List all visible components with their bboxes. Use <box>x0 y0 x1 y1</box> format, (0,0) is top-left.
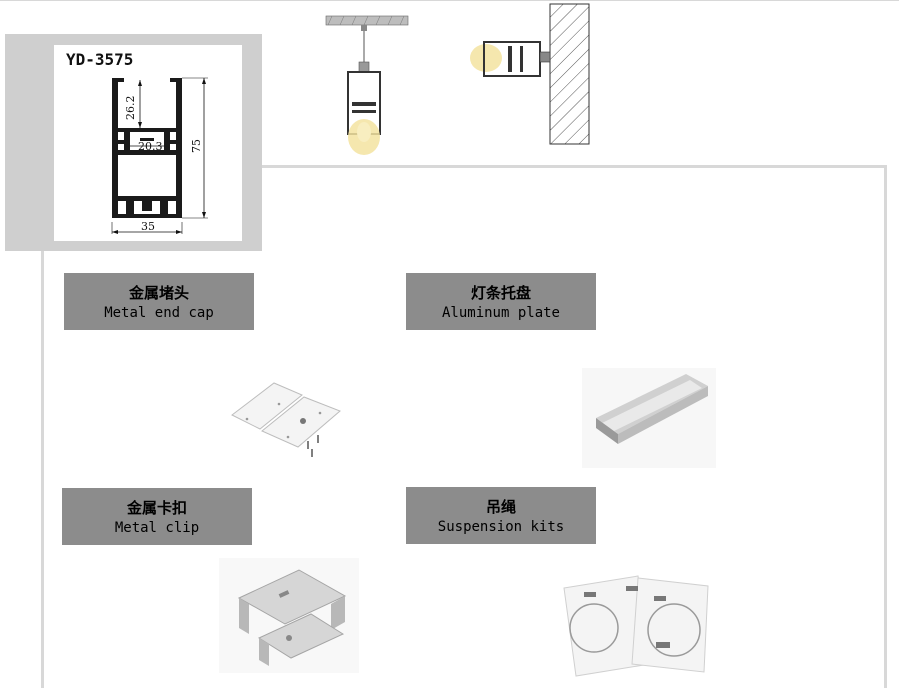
label-metal-end-cap-cn: 金属堵头 <box>128 283 189 302</box>
label-metal-clip-en: Metal clip <box>114 519 200 536</box>
label-metal-clip-cn: 金属卡扣 <box>126 498 187 517</box>
profile-cross-section-drawing: 26.2 20.3 75 35 <box>111 77 208 234</box>
wall-installation-illustration <box>470 3 590 145</box>
dim-top-gap: 26.2 <box>124 96 137 121</box>
profile-card: 26.2 20.3 75 35 <box>54 45 242 241</box>
dim-width: 35 <box>141 220 155 233</box>
dim-height: 75 <box>190 139 203 153</box>
metal-end-cap-photo <box>231 382 341 457</box>
label-metal-end-cap-en: Metal end cap <box>104 304 214 321</box>
suspension-kits-photo <box>563 575 709 677</box>
frame-left-border <box>41 251 44 688</box>
label-aluminum-plate-cn: 灯条托盘 <box>470 283 531 302</box>
frame-right-border <box>884 165 887 688</box>
pendant-installation-illustration <box>325 15 409 155</box>
label-aluminum-plate-en: Aluminum plate <box>441 304 560 321</box>
label-suspension-kits-en: Suspension kits <box>437 518 565 535</box>
metal-clip-photo <box>219 558 359 673</box>
label-aluminum-plate: 灯条托盘 Aluminum plate <box>406 273 596 330</box>
label-suspension-kits: 吊绳 Suspension kits <box>406 487 596 544</box>
label-metal-clip: 金属卡扣 Metal clip <box>62 488 252 545</box>
frame-top-border <box>262 165 887 168</box>
top-rule <box>0 0 899 1</box>
label-suspension-kits-cn: 吊绳 <box>485 497 516 516</box>
label-metal-end-cap: 金属堵头 Metal end cap <box>64 273 254 330</box>
aluminum-plate-photo <box>582 368 716 468</box>
dim-inner-width: 20.3 <box>138 140 163 153</box>
model-number: YD-3575 <box>66 50 134 69</box>
